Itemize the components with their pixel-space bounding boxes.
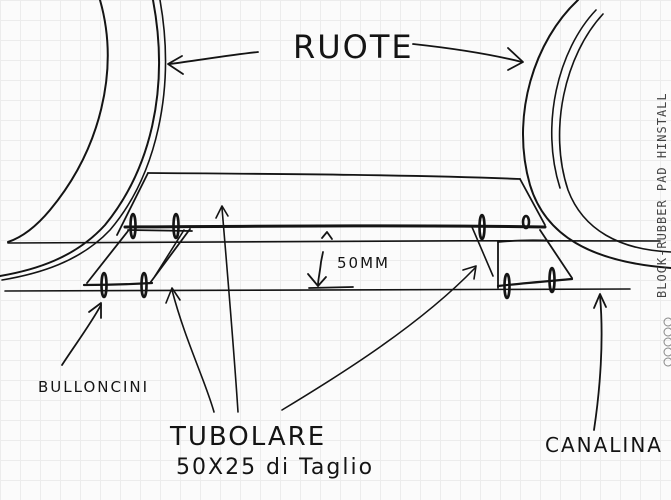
bolt: [140, 271, 148, 299]
left-wheel: [0, 0, 167, 281]
right-bracket: [471, 226, 574, 289]
label-tubolare: TUBOLARE: [169, 422, 326, 452]
bolts: [100, 212, 556, 300]
bolt: [129, 212, 137, 240]
bolt: [503, 272, 511, 300]
margin-scallops: [663, 317, 671, 367]
bolt: [521, 214, 531, 230]
right-wheel: [522, 0, 671, 269]
label-canalina: CANALINA: [545, 433, 663, 457]
label-ruote: RUOTE: [293, 28, 414, 66]
bolt: [478, 213, 486, 241]
bolt: [172, 212, 180, 240]
dimension-marker: [307, 231, 354, 289]
label-tubolare-size: 50X25 di Taglio: [176, 455, 374, 480]
label-bulloncini: BULLONCINI: [38, 378, 149, 396]
bolt: [548, 266, 556, 294]
margin-watermark: BLOCK-RUBBER PAD HINSTALL: [655, 92, 669, 298]
label-50mm: 50MM: [337, 254, 390, 272]
label-arrows: [61, 43, 607, 431]
bolt: [100, 271, 108, 299]
channel-rails: [4, 239, 661, 292]
tubular-profile: [116, 172, 547, 236]
